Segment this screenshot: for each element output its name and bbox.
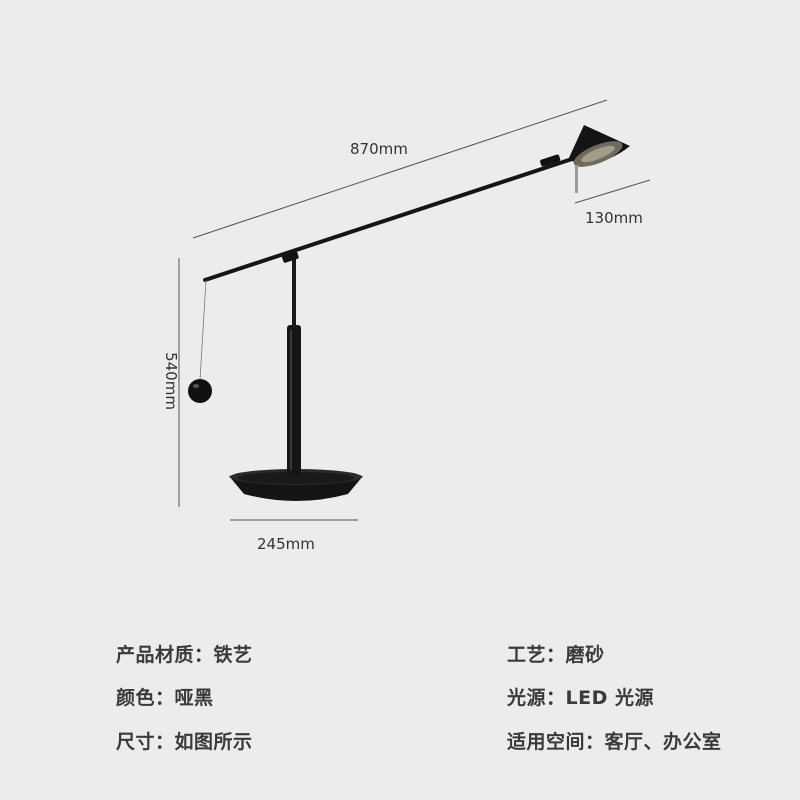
spec-separator: ： [546, 644, 566, 666]
spec-separator: ： [546, 687, 566, 709]
spec-separator: ： [194, 644, 214, 666]
spec-label: 尺寸 [116, 731, 156, 753]
spec-value: 客厅、办公室 [604, 731, 722, 753]
head-dimension-line [574, 179, 651, 204]
lamp-column [287, 325, 301, 477]
lamp-head-handle [575, 165, 578, 193]
counterweight-highlight [193, 384, 199, 388]
height-dimension-label: 540mm [161, 352, 180, 410]
spec-label: 适用空间 [507, 731, 586, 753]
head-dimension-label: 130mm [585, 209, 643, 227]
spec-separator: ： [585, 731, 605, 753]
counterweight-ball [188, 379, 212, 403]
spec-label: 产品材质 [116, 644, 195, 666]
spec-label: 光源 [507, 687, 547, 709]
spec-value: 磨砂 [565, 644, 605, 666]
spec-label: 颜色 [116, 687, 156, 709]
lamp-column-highlight [290, 330, 292, 470]
lamp-head-bulb [581, 145, 615, 163]
length-dimension-line [192, 99, 608, 239]
spec-value: 哑黑 [174, 687, 214, 709]
spec-value: 铁艺 [213, 644, 253, 666]
spec-material: 产品材质：铁艺 [116, 640, 253, 667]
spec-size: 尺寸：如图所示 [116, 727, 253, 754]
length-dimension-label: 870mm [350, 140, 408, 158]
spec-separator: ： [155, 731, 175, 753]
spec-value: LED 光源 [565, 687, 655, 709]
lamp [188, 125, 630, 501]
spec-separator: ： [155, 687, 175, 709]
spec-light-source: 光源：LED 光源 [507, 683, 654, 710]
lamp-arm-joint [540, 154, 561, 167]
spec-color: 颜色：哑黑 [116, 683, 214, 710]
spec-craft: 工艺：磨砂 [507, 640, 605, 667]
counterweight-string [199, 279, 207, 381]
lamp-rod [292, 258, 296, 328]
spec-applicable-space: 适用空间：客厅、办公室 [507, 727, 722, 754]
lamp-illustration [178, 99, 651, 521]
lamp-arm [203, 156, 577, 282]
lamp-base-dish [238, 472, 354, 484]
spec-value: 如图所示 [174, 731, 253, 753]
spec-label: 工艺 [507, 644, 547, 666]
base-dimension-label: 245mm [257, 535, 315, 553]
